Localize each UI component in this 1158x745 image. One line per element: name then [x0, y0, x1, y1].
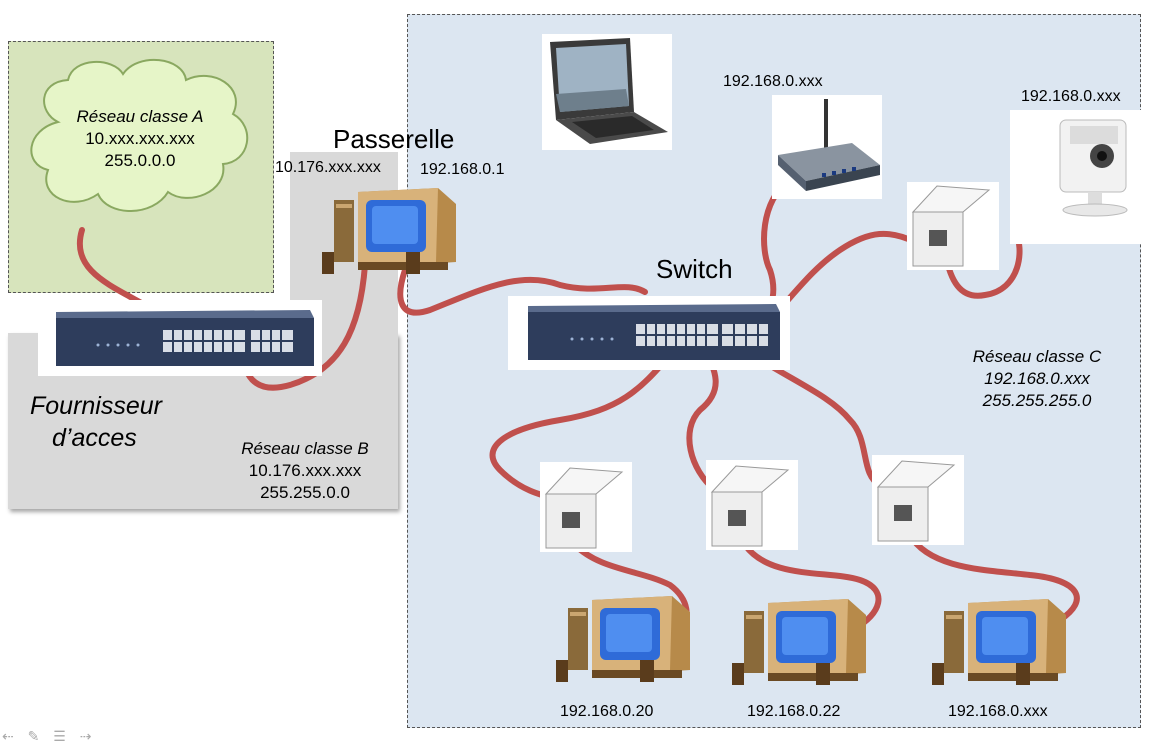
network-c-address: 192.168.0.xxx: [984, 369, 1090, 388]
switch-title: Switch: [656, 254, 733, 284]
ap-ip: 192.168.0.xxx: [723, 73, 823, 90]
gateway-computer: [318, 182, 468, 282]
network-b-name: Réseau classe B: [241, 439, 369, 458]
computer-icon: [322, 188, 456, 274]
wall-socket-3: [872, 455, 964, 545]
wall-socket-icon: [710, 465, 790, 547]
wifi-router-icon: [778, 99, 880, 191]
cloud-icon: [18, 52, 256, 224]
network-a-mask: 255.0.0.0: [104, 151, 176, 170]
client-3-ip: 192.168.0.xxx: [948, 703, 1048, 720]
ip-camera-icon: [1059, 119, 1128, 217]
gateway-ip-left: 10.176.xxx.xxx: [275, 159, 381, 176]
network-a-address: 10.xxx.xxx.xxx: [85, 129, 195, 148]
back-arrow-icon[interactable]: ⇠: [2, 728, 14, 744]
client-2-ip: 192.168.0.22: [747, 703, 841, 720]
switch-icon: [56, 310, 314, 366]
computer-icon: [932, 599, 1066, 685]
wireless-ap: [772, 95, 882, 199]
switch-icon: [528, 304, 780, 360]
isp-switch: [38, 300, 322, 376]
client-computer-3: [928, 593, 1078, 693]
main-switch: [508, 296, 790, 370]
isp-label: Fournisseur d’acces: [30, 390, 162, 454]
forward-arrow-icon[interactable]: ⇢: [79, 728, 92, 744]
network-a-name: Réseau classe A: [76, 107, 204, 126]
laptop: [542, 34, 672, 150]
computer-icon: [732, 599, 866, 685]
ip-camera: [1010, 110, 1144, 244]
network-c-mask: 255.255.255.0: [982, 391, 1092, 410]
network-c-info: Réseau classe C 192.168.0.xxx 255.255.25…: [962, 346, 1112, 412]
isp-label-line2: d’acces: [52, 424, 137, 452]
client-computer-2: [728, 593, 878, 693]
wall-socket-1: [540, 462, 632, 552]
network-b-mask: 255.255.0.0: [260, 483, 350, 502]
pen-icon[interactable]: ✎: [27, 728, 40, 744]
isp-label-line1: Fournisseur: [30, 392, 162, 420]
gateway-title: Passerelle: [333, 124, 455, 154]
wall-socket-2: [706, 460, 798, 550]
slideshow-controls[interactable]: ⇠ ✎ ☰ ⇢: [2, 728, 91, 745]
wall-socket-icon: [876, 460, 956, 542]
client-1-ip: 192.168.0.20: [560, 703, 654, 720]
wall-socket-icon: [544, 467, 624, 549]
network-c-name: Réseau classe C: [972, 347, 1102, 366]
menu-icon[interactable]: ☰: [53, 728, 66, 744]
network-b-address: 10.176.xxx.xxx: [248, 461, 362, 480]
laptop-icon: [550, 38, 668, 144]
network-b-info: Réseau classe B 10.176.xxx.xxx 255.255.0…: [215, 438, 395, 504]
wall-socket-icon: [911, 185, 991, 267]
wall-socket-right: [907, 182, 999, 270]
gateway-ip-right: 192.168.0.1: [420, 161, 505, 178]
network-a-info: Réseau classe A 10.xxx.xxx.xxx 255.0.0.0: [40, 106, 240, 172]
camera-ip: 192.168.0.xxx: [1021, 88, 1121, 105]
computer-icon: [556, 596, 690, 682]
client-computer-1: [552, 590, 702, 690]
